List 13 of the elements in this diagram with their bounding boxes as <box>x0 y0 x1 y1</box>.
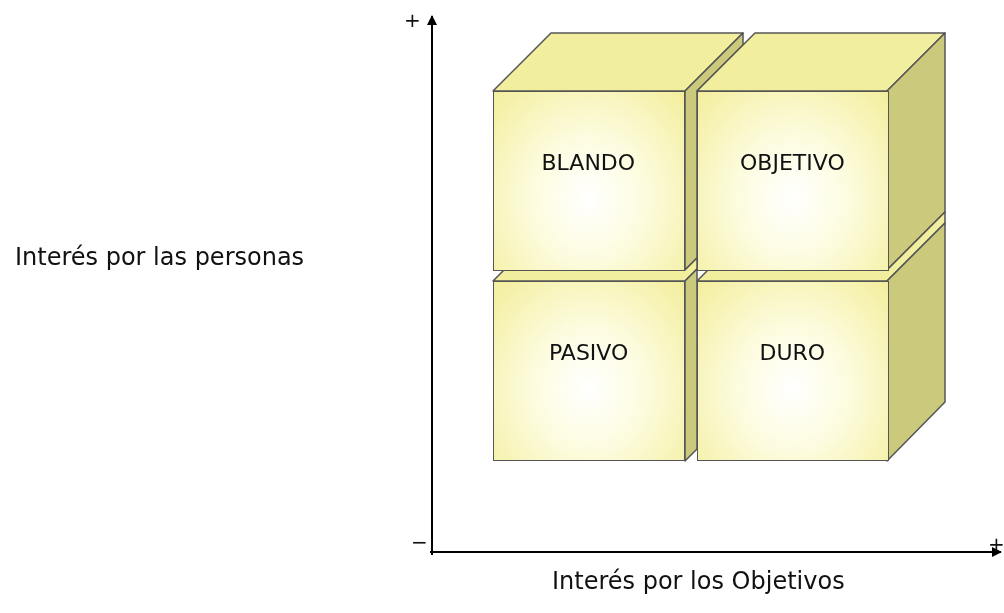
axis-title: Interés por las personas <box>15 243 305 271</box>
axis-title: Interés por los Objetivos <box>552 567 845 595</box>
cube-front-face <box>697 281 889 461</box>
plus-sign: + <box>404 8 421 32</box>
cube-front-face <box>493 281 685 461</box>
plus-sign: + <box>988 532 1004 556</box>
cube-front-face <box>697 91 889 271</box>
minus-sign: − <box>411 530 428 554</box>
quadrant-label: OBJETIVO <box>740 150 845 175</box>
quadrant-label: DURO <box>759 340 826 365</box>
quadrant-label: BLANDO <box>541 150 636 175</box>
quadrant-label: PASIVO <box>549 340 629 365</box>
cube-front-face <box>493 91 685 271</box>
